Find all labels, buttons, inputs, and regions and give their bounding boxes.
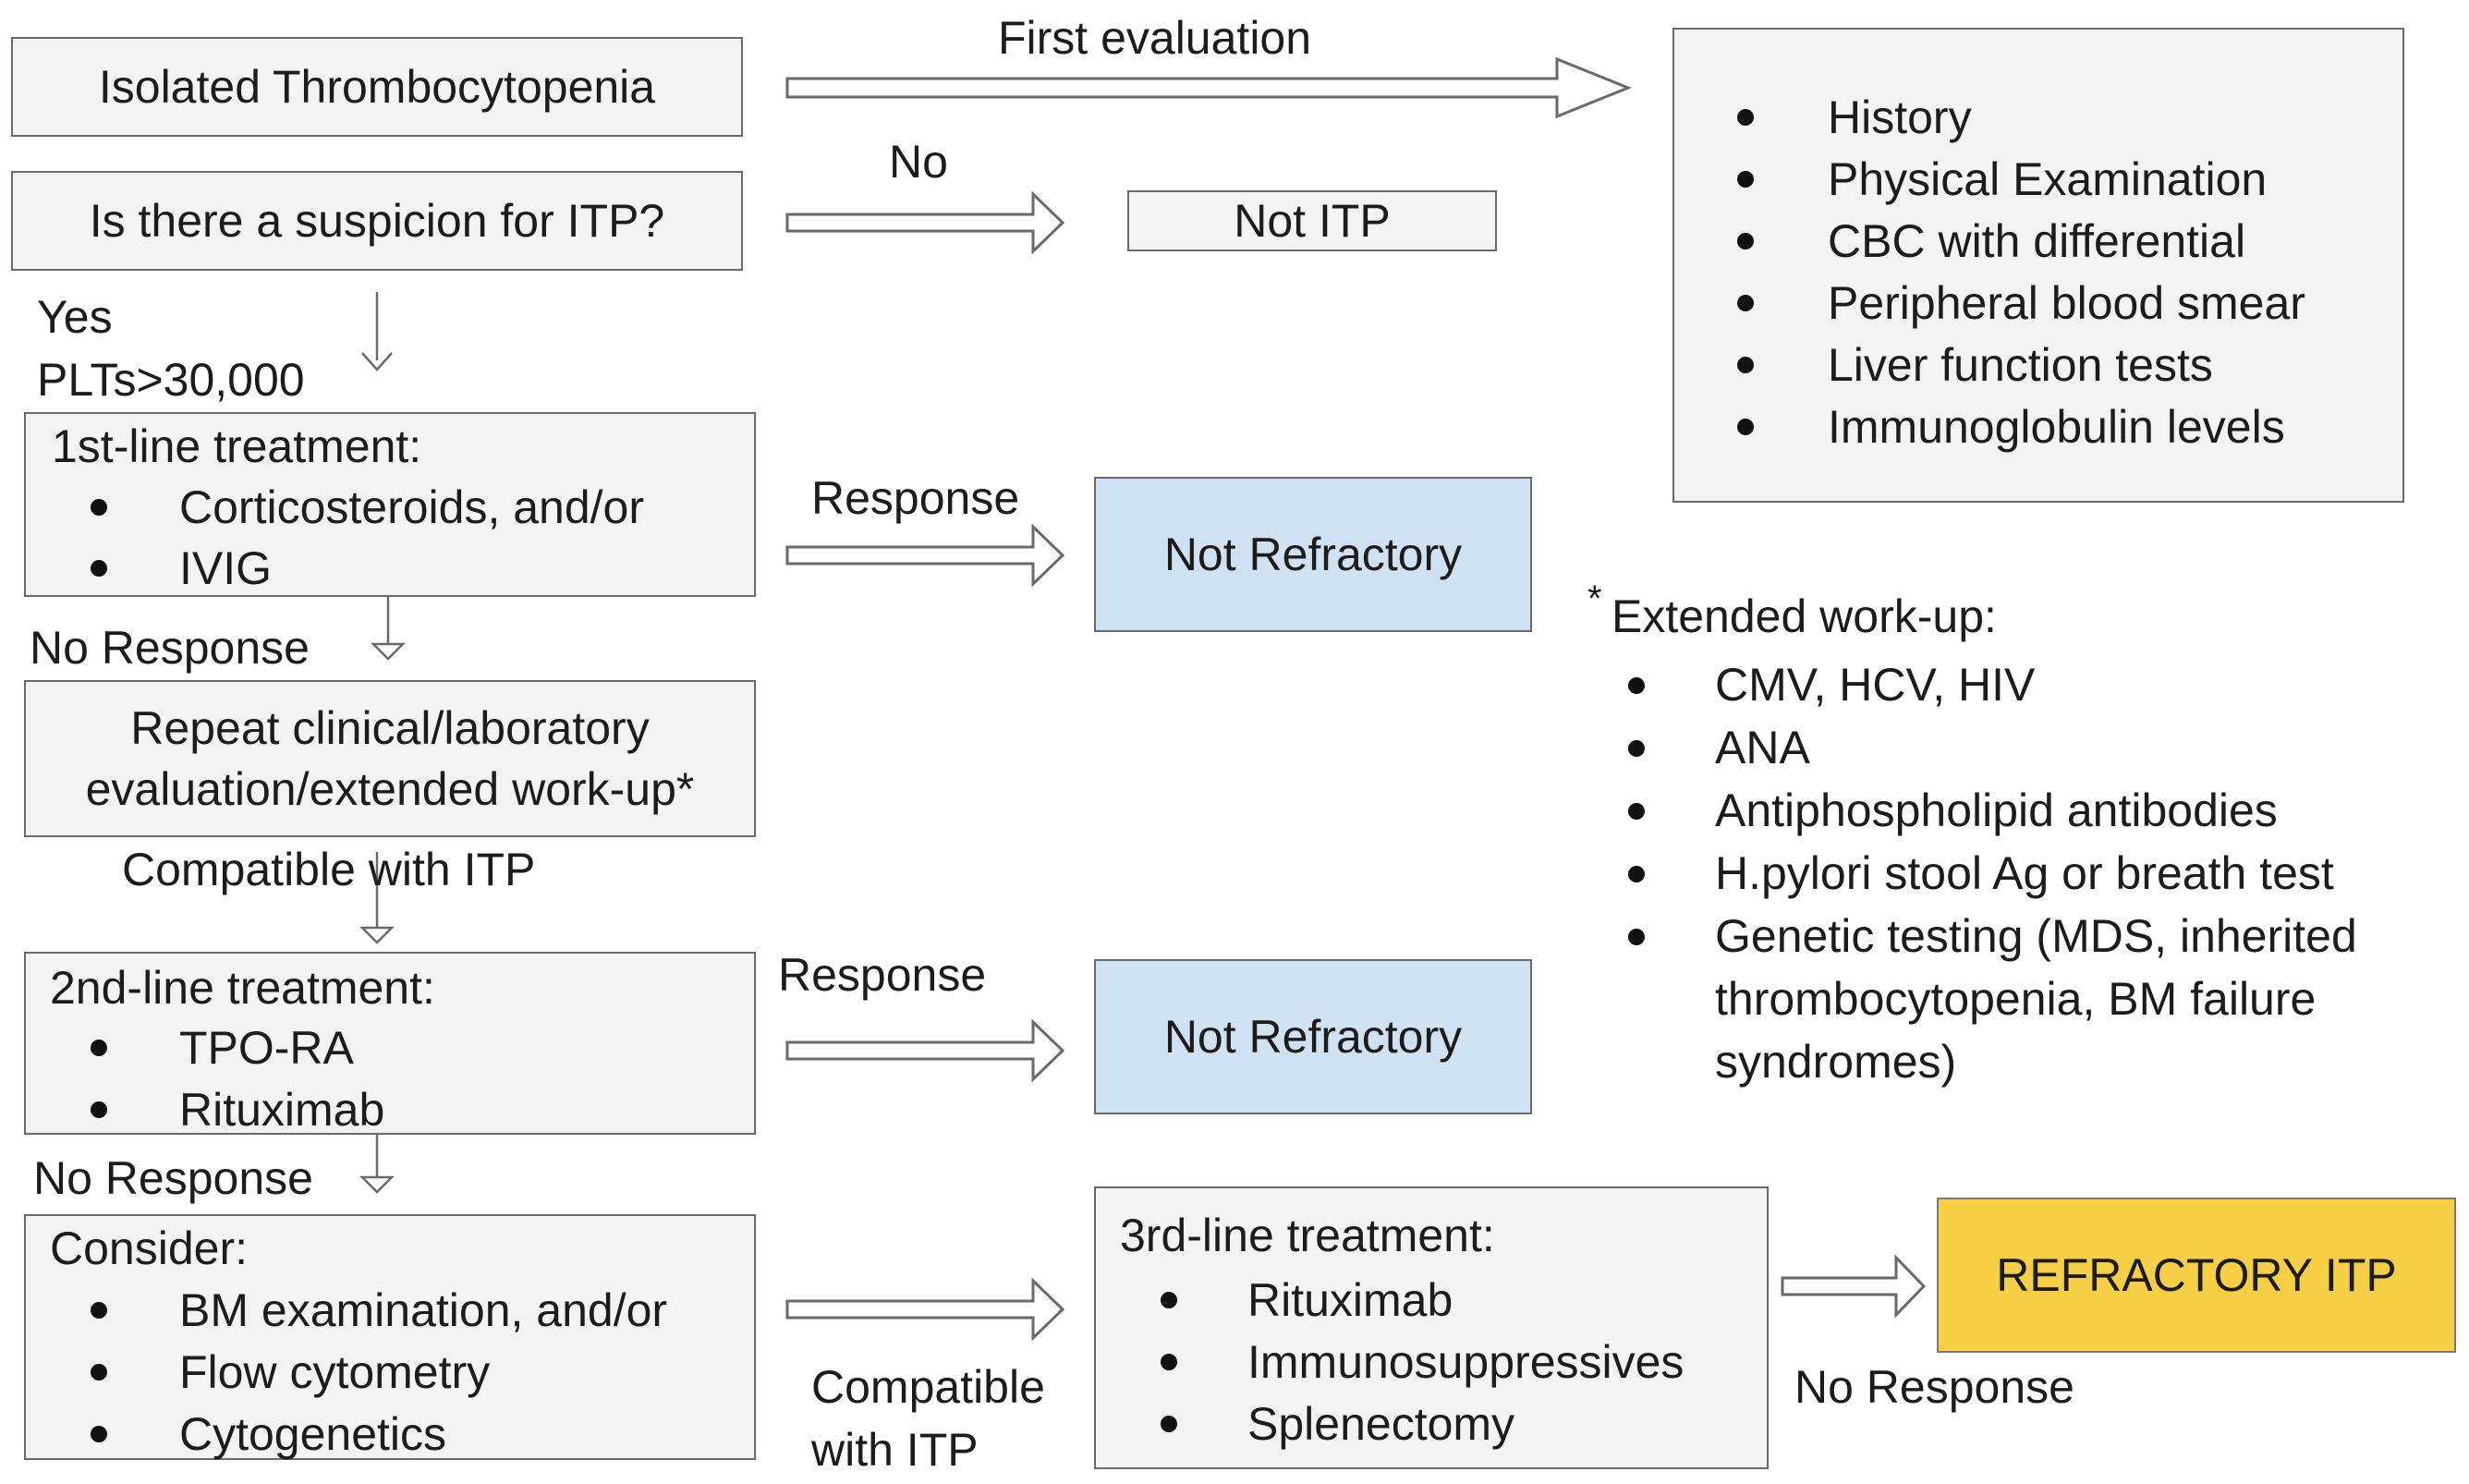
extended-title: Extended work-up: <box>1612 590 1997 642</box>
repeat-line-2: evaluation/extended work-up* <box>85 763 695 815</box>
first-eval-item: CBC with differential <box>1828 215 2246 267</box>
extended-item: Antiphospholipid antibodies <box>1715 785 2278 836</box>
extended-item: H.pylori stool Ag or breath test <box>1715 847 2334 899</box>
extended-item: CMV, HCV, HIV <box>1715 659 2036 711</box>
extended-item: ANA <box>1715 722 1810 773</box>
extended-genetic-line: thrombocytopenia, BM failure <box>1715 973 2317 1025</box>
start-label: Isolated Thrombocytopenia <box>98 61 656 113</box>
arrow-response-2 <box>785 1018 1065 1083</box>
third-line-box: 3rd-line treatment: Rituximab Immunosupp… <box>1094 1186 1769 1469</box>
yes-label: Yes <box>37 291 113 343</box>
no-response-label-1: No Response <box>30 622 310 674</box>
first-eval-item: Physical Examination <box>1828 153 2268 205</box>
question-label: Is there a suspicion for ITP? <box>89 195 665 247</box>
arrow-response-1 <box>785 523 1065 588</box>
extended-star: * <box>1587 578 1602 619</box>
first-eval-item: Immunoglobulin levels <box>1828 401 2285 453</box>
compatible-with-itp-label: Compatible with ITP <box>122 844 536 895</box>
refractory-itp-box: REFRACTORY ITP <box>1937 1198 2456 1353</box>
consider-box: Consider: BM examination, and/or Flow cy… <box>24 1214 756 1460</box>
first-line-box: 1st-line treatment: Corticosteroids, and… <box>24 412 756 597</box>
not-refractory-label-2: Not Refractory <box>1163 1011 1463 1063</box>
refractory-itp-label: REFRACTORY ITP <box>1996 1249 2397 1301</box>
arrow-no-response-3 <box>1781 1254 1927 1319</box>
second-line-box: 2nd-line treatment: TPO-RA Rituximab <box>24 952 756 1135</box>
second-line-item: TPO-RA <box>179 1022 354 1074</box>
first-line-item: IVIG <box>179 542 273 594</box>
consider-item: Cytogenetics <box>179 1408 447 1460</box>
no-response-label-2: No Response <box>33 1152 313 1204</box>
first-eval-item: History <box>1828 91 1972 143</box>
first-evaluation-label: First evaluation <box>998 12 1312 64</box>
response-label-2: Response <box>778 949 987 1001</box>
not-itp-box: Not ITP <box>1127 190 1497 251</box>
third-line-item: Rituximab <box>1247 1274 1453 1326</box>
arrow-no <box>785 190 1065 255</box>
extended-genetic-line: Genetic testing (MDS, inherited <box>1715 910 2357 962</box>
first-evaluation-box: History Physical Examination CBC with di… <box>1672 28 2404 503</box>
first-eval-item: Peripheral blood smear <box>1828 277 2305 329</box>
third-line-item: Splenectomy <box>1247 1398 1515 1450</box>
compatible-line-2: with ITP <box>811 1424 979 1476</box>
not-itp-label: Not ITP <box>1234 195 1391 247</box>
not-refractory-label-1: Not Refractory <box>1163 529 1463 580</box>
compatible-line-1: Compatible <box>811 1361 1045 1413</box>
arrow-compatible <box>785 1277 1065 1342</box>
not-refractory-box-2: Not Refractory <box>1094 959 1532 1114</box>
repeat-evaluation-box: Repeat clinical/laboratory evaluation/ex… <box>24 680 756 837</box>
second-line-title: 2nd-line treatment: <box>50 962 435 1014</box>
first-line-item: Corticosteroids, and/or <box>179 481 645 533</box>
no-response-label-3: No Response <box>1794 1361 2074 1413</box>
first-line-title: 1st-line treatment: <box>52 420 422 472</box>
third-line-title: 3rd-line treatment: <box>1120 1210 1495 1261</box>
second-line-item: Rituximab <box>179 1084 385 1136</box>
consider-title: Consider: <box>50 1222 248 1274</box>
consider-item: BM examination, and/or <box>179 1284 668 1336</box>
no-label: No <box>889 136 948 188</box>
isolated-thrombocytopenia-box: Isolated Thrombocytopenia <box>11 37 743 137</box>
third-line-item: Immunosuppressives <box>1247 1336 1685 1388</box>
arrow-first-evaluation <box>785 56 1633 119</box>
repeat-line-1: Repeat clinical/laboratory <box>130 702 650 754</box>
itp-suspicion-box: Is there a suspicion for ITP? <box>11 171 743 271</box>
response-label-1: Response <box>811 472 1020 524</box>
consider-item: Flow cytometry <box>179 1346 491 1398</box>
first-eval-item: Liver function tests <box>1828 339 2213 391</box>
plts-label: PLTs>30,000 <box>37 354 305 406</box>
not-refractory-box-1: Not Refractory <box>1094 477 1532 632</box>
extended-genetic-line: syndromes) <box>1715 1036 1957 1088</box>
